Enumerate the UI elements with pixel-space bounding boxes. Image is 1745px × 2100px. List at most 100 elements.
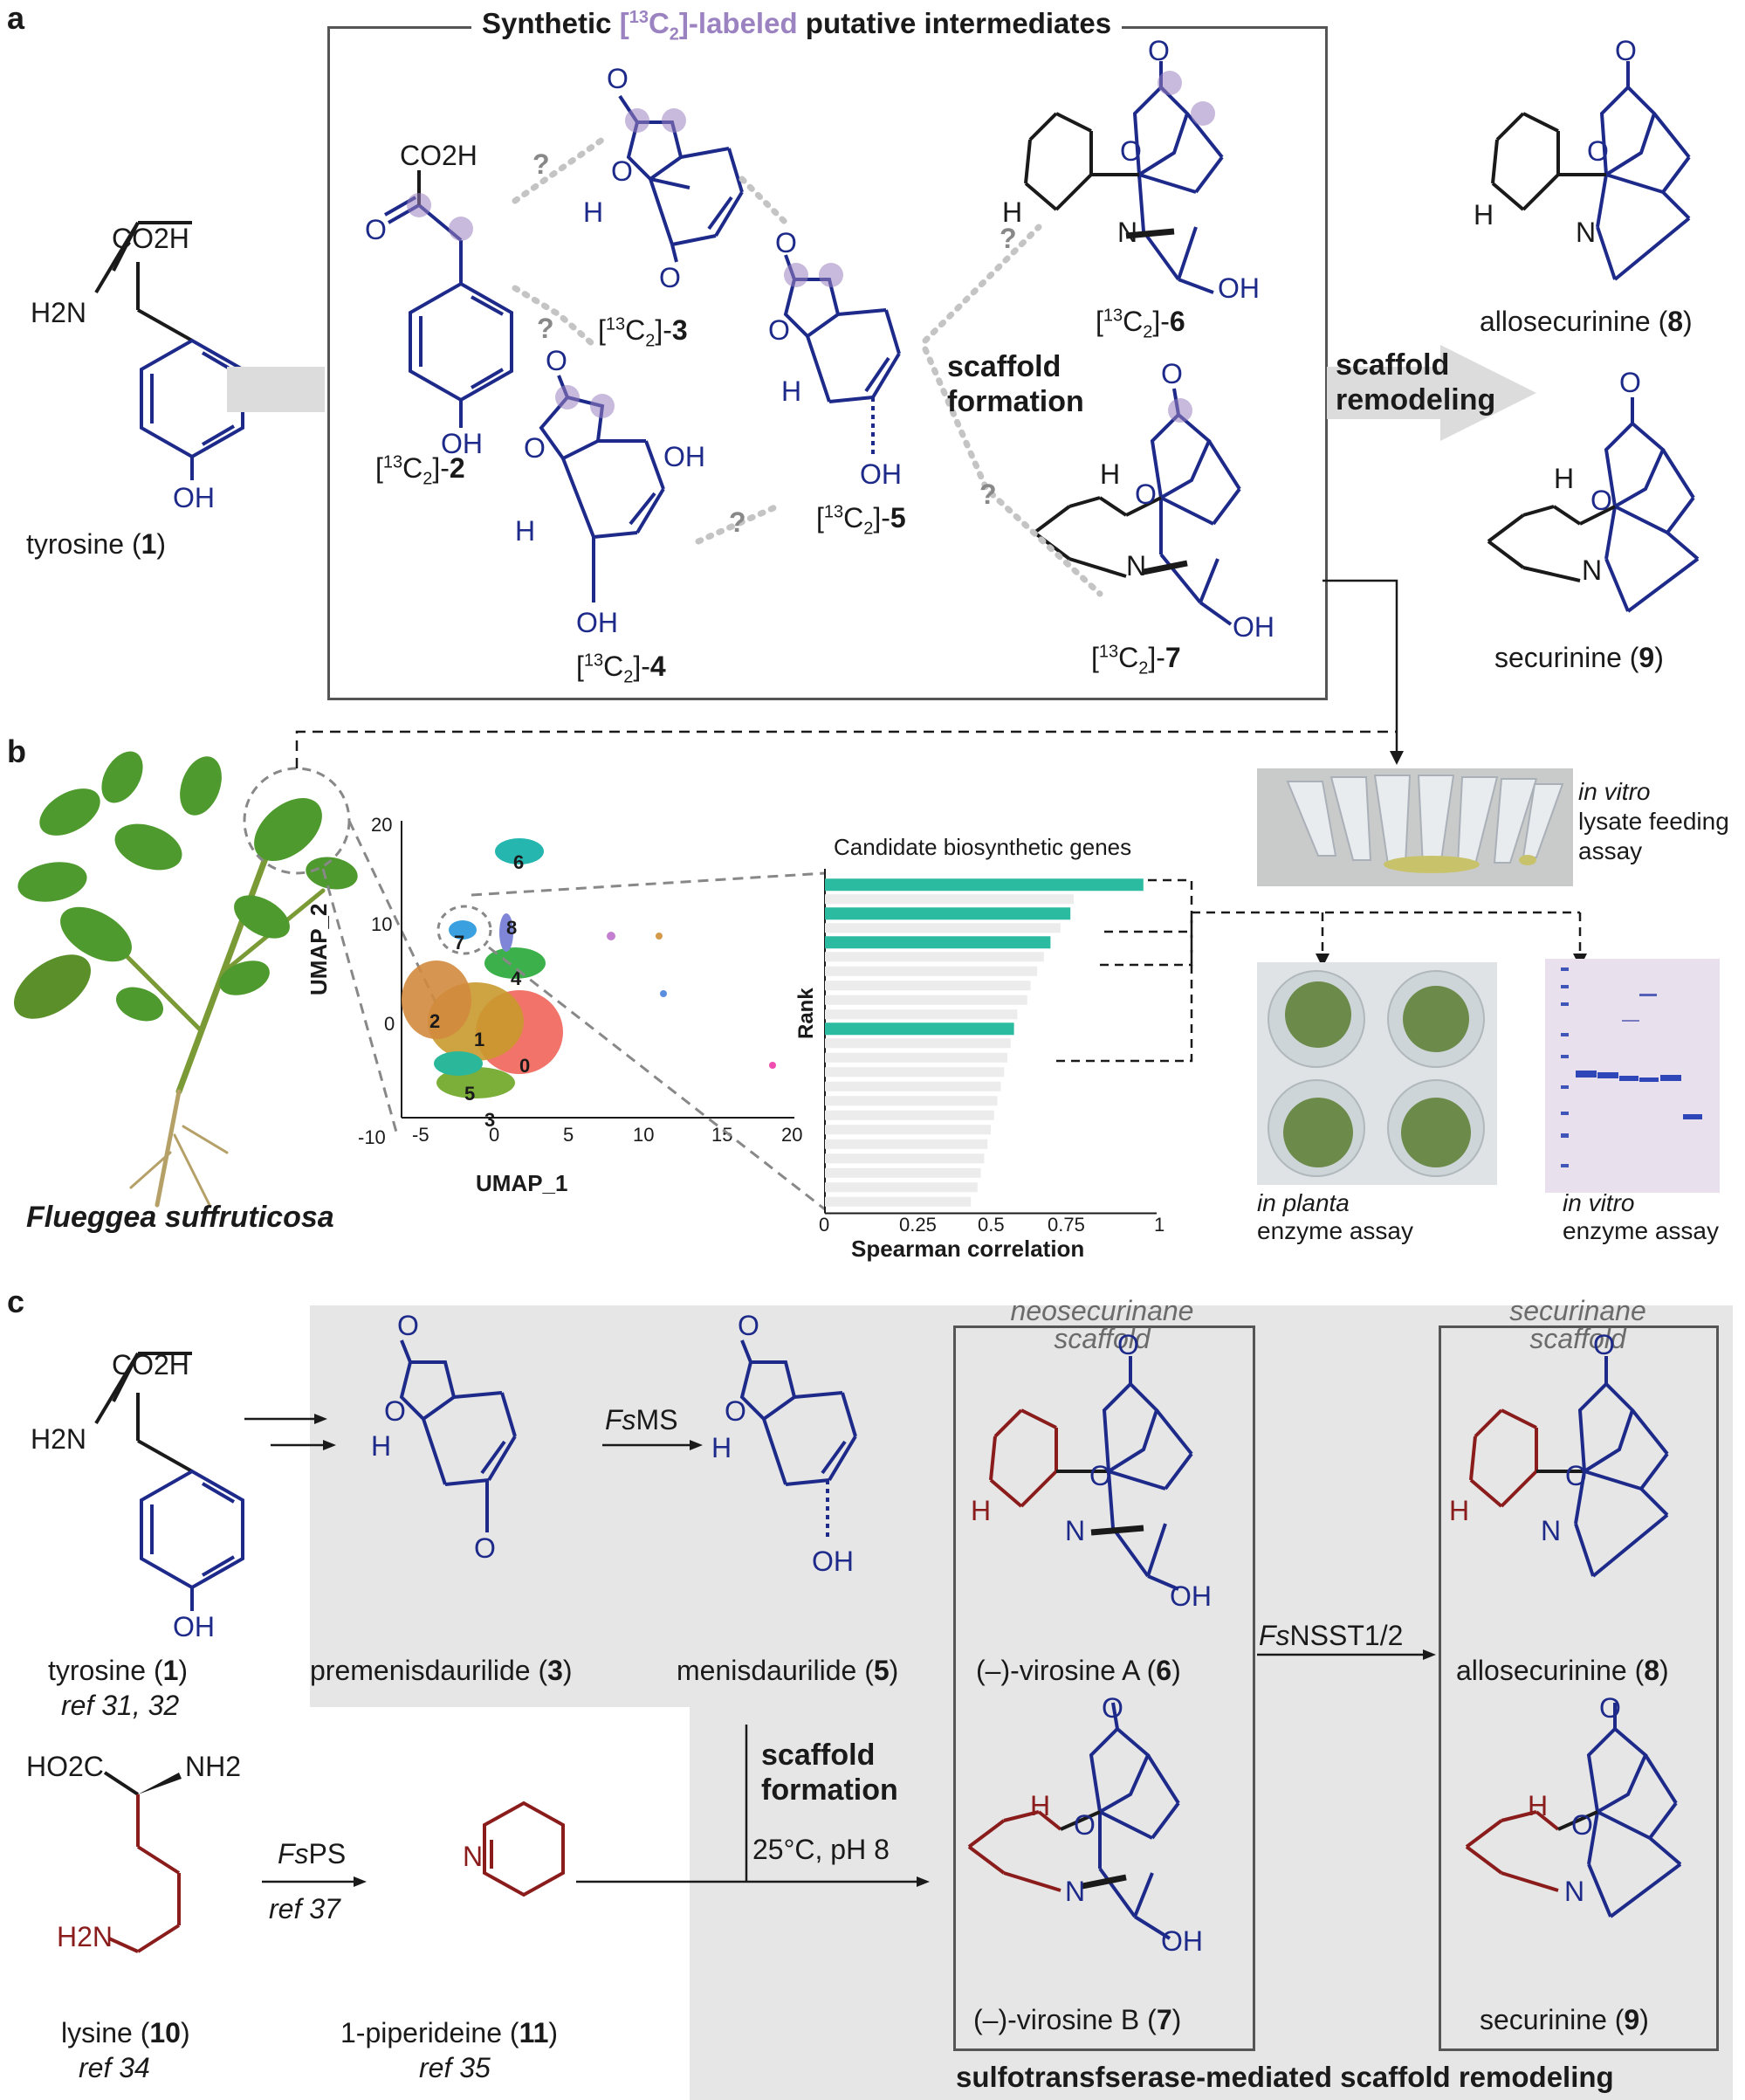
allo-o1-a: O	[1615, 35, 1637, 66]
cmpd4-oh2: OH	[576, 607, 618, 638]
virA-o2: O	[1089, 1460, 1111, 1491]
cmpd6-o2: O	[1120, 135, 1142, 167]
piperideine-ref: ref 35	[419, 2052, 491, 2083]
allo-n-a: N	[1576, 217, 1597, 248]
virB-o1: O	[1102, 1692, 1123, 1724]
virosine-b-label: (–)-virosine B (7)	[973, 2004, 1182, 2035]
bar-rank-12	[825, 1038, 1011, 1049]
lysine-label: lysine (10)	[61, 2017, 190, 2048]
piperideine-n: N	[463, 1841, 484, 1872]
cmpd7-oh: OH	[1233, 611, 1274, 643]
cluster-2-blob	[402, 960, 471, 1039]
tyrosine-co2h-a: CO2H	[112, 223, 189, 254]
securinane-box	[1439, 1325, 1719, 2051]
cmpd2-oh: OH	[441, 428, 483, 459]
virA-h: H	[971, 1495, 992, 1526]
cmpd6-label: [13C2]-6	[1096, 306, 1185, 342]
conditions-label: 25°C, pH 8	[752, 1834, 890, 1865]
premenis-o2: O	[384, 1395, 406, 1427]
q-mark-5: ?	[979, 479, 997, 510]
premenis-h: H	[371, 1430, 392, 1462]
bar-rank-3	[825, 907, 1071, 920]
securinane-scaffold-label: securinane scaffold	[1509, 1295, 1646, 1354]
umap-cluster-1: 1	[474, 1029, 485, 1050]
bar-rank-19	[825, 1139, 988, 1149]
bar-rank-5	[825, 936, 1051, 949]
cmpd6-oh: OH	[1218, 272, 1260, 304]
securinine-label-a: securinine (9)	[1494, 642, 1664, 673]
allo-n-c: N	[1541, 1515, 1562, 1546]
bar-rank-18	[825, 1125, 991, 1135]
bar-xtick-1: 1	[1154, 1214, 1165, 1236]
fsms-label: FsMS	[605, 1404, 678, 1436]
umap-ytick-10: 10	[371, 913, 393, 935]
umap-xtick-0: 0	[489, 1124, 500, 1146]
cmpd3-h: H	[583, 196, 604, 228]
tyrosine-structure-a	[94, 221, 192, 294]
scaffold-formation-a: scaffold formation	[947, 350, 1084, 418]
umap-cluster-5: 5	[464, 1083, 476, 1105]
cmpd6-h: H	[1002, 196, 1023, 228]
cmpd6-o1: O	[1148, 35, 1170, 66]
zoom-lines	[471, 871, 826, 1211]
cmpd4-oh1: OH	[663, 441, 705, 472]
lysine-nh2: NH2	[185, 1751, 242, 1782]
bar-rank-4	[825, 923, 1061, 933]
menisdaurilide-label: menisdaurilide (5)	[677, 1655, 899, 1686]
umap-ytick-0: 0	[384, 1013, 395, 1035]
menis-o2: O	[725, 1395, 746, 1427]
cmpd5-o1: O	[775, 227, 797, 258]
lysate-assay-caption: in vitro lysate feeding assay	[1578, 778, 1729, 864]
lysate-tubes-photo	[1257, 768, 1573, 886]
panel-b-label: b	[7, 733, 26, 769]
panel-b-graphics	[14, 730, 1397, 1208]
premenis-o3: O	[474, 1532, 496, 1564]
allosecurinine-label-a: allosecurinine (8)	[1480, 306, 1693, 337]
bar-rank-7	[825, 966, 1038, 976]
cmpd3-o3: O	[659, 262, 681, 293]
umap-cluster-7: 7	[454, 932, 465, 954]
bar-rank-10	[825, 1009, 1018, 1020]
cmpd5-o2: O	[768, 314, 790, 346]
umap-xlabel: UMAP_1	[476, 1170, 568, 1196]
umap-xtick-5: 5	[563, 1124, 574, 1146]
premenis-o1: O	[397, 1310, 419, 1341]
allosecurinine-label-c: allosecurinine (8)	[1456, 1655, 1669, 1686]
piperideine-label: 1-piperideine (11)	[340, 2017, 559, 2048]
tyrosine-label-a: tyrosine (1)	[26, 528, 167, 560]
allo-o2-a: O	[1587, 135, 1609, 167]
umap-xtick-10: 10	[633, 1124, 655, 1146]
ref37-label: ref 37	[269, 1893, 340, 1924]
cmpd3-label: [13C2]-3	[598, 314, 688, 351]
cmpd3-o1: O	[607, 63, 629, 94]
umap-cluster-6: 6	[513, 851, 525, 873]
virB-oh: OH	[1161, 1925, 1203, 1957]
cluster-8-blob	[499, 913, 513, 952]
tyrosine-label-c: tyrosine (1)	[48, 1655, 189, 1686]
umap-ytick-20: 20	[371, 814, 393, 836]
bar-chart-title: Candidate biosynthetic genes	[834, 834, 1132, 860]
cmpd3-o2: O	[611, 155, 633, 187]
cmpd7-o1: O	[1161, 358, 1183, 389]
cmpd5-oh: OH	[860, 458, 902, 490]
fsnsst-label: FsNSST1/2	[1259, 1620, 1404, 1651]
umap-xtick-20: 20	[781, 1124, 803, 1146]
tyrosine-h2n-a: H2N	[31, 297, 87, 328]
bar-rank-15	[825, 1081, 1001, 1091]
cmpd4-o2: O	[524, 432, 546, 464]
cluster-5-blob	[434, 1051, 483, 1076]
cmpd7-label: [13C2]-7	[1091, 642, 1181, 678]
umap-cluster-4: 4	[511, 967, 522, 989]
bar-rank-14	[825, 1067, 1005, 1078]
cmpd5-label: [13C2]-5	[816, 502, 906, 539]
bar-rank-16	[825, 1096, 998, 1106]
bar-rank-1	[825, 878, 1144, 892]
secu-o2-a: O	[1590, 485, 1612, 516]
virB-n: N	[1065, 1876, 1086, 1907]
secu-o2-c: O	[1571, 1809, 1593, 1841]
q-mark-3: ?	[729, 506, 746, 538]
bar-xtick-075: 0.75	[1048, 1214, 1085, 1236]
bar-bracket-connectors	[1056, 878, 1587, 1063]
secu-h-c: H	[1528, 1790, 1549, 1821]
bar-rank-20	[825, 1153, 985, 1164]
